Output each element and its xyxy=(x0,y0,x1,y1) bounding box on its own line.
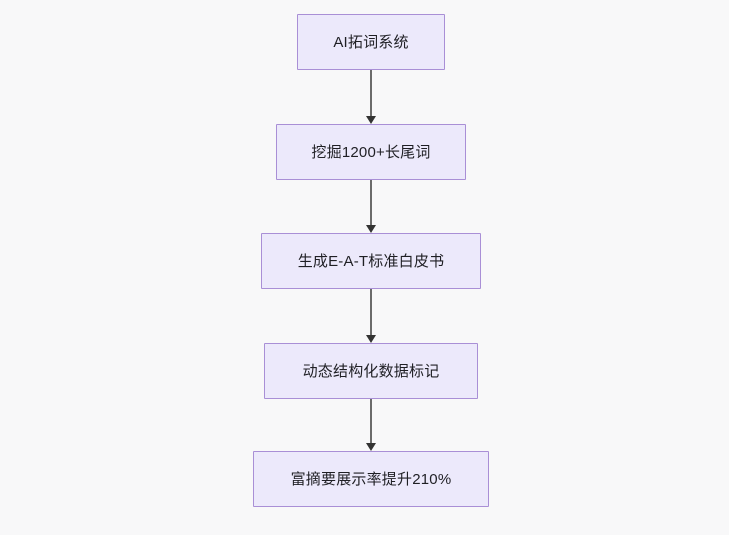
edge-line xyxy=(370,70,372,116)
edge-line xyxy=(370,180,372,225)
flowchart-node-n1[interactable]: AI拓词系统 xyxy=(297,14,445,70)
edge-line xyxy=(370,289,372,335)
flowchart-node-n4[interactable]: 动态结构化数据标记 xyxy=(264,343,478,399)
flowchart-node-label: AI拓词系统 xyxy=(333,33,409,51)
arrowhead-icon xyxy=(366,443,376,451)
edge-n2-n3 xyxy=(364,180,378,233)
flowchart-node-label: 挖掘1200+长尾词 xyxy=(311,143,431,161)
flowchart-node-label: 动态结构化数据标记 xyxy=(302,362,440,380)
flowchart-node-n5[interactable]: 富摘要展示率提升210% xyxy=(253,451,489,507)
arrowhead-icon xyxy=(366,335,376,343)
flowchart-node-n2[interactable]: 挖掘1200+长尾词 xyxy=(276,124,466,180)
flowchart-node-label: 生成E-A-T标准白皮书 xyxy=(297,252,445,270)
edge-n4-n5 xyxy=(364,399,378,451)
arrowhead-icon xyxy=(366,116,376,124)
edge-n3-n4 xyxy=(364,289,378,343)
edge-line xyxy=(370,399,372,443)
edge-n1-n2 xyxy=(364,70,378,124)
flowchart-node-label: 富摘要展示率提升210% xyxy=(290,470,452,488)
arrowhead-icon xyxy=(366,225,376,233)
flowchart-node-n3[interactable]: 生成E-A-T标准白皮书 xyxy=(261,233,481,289)
